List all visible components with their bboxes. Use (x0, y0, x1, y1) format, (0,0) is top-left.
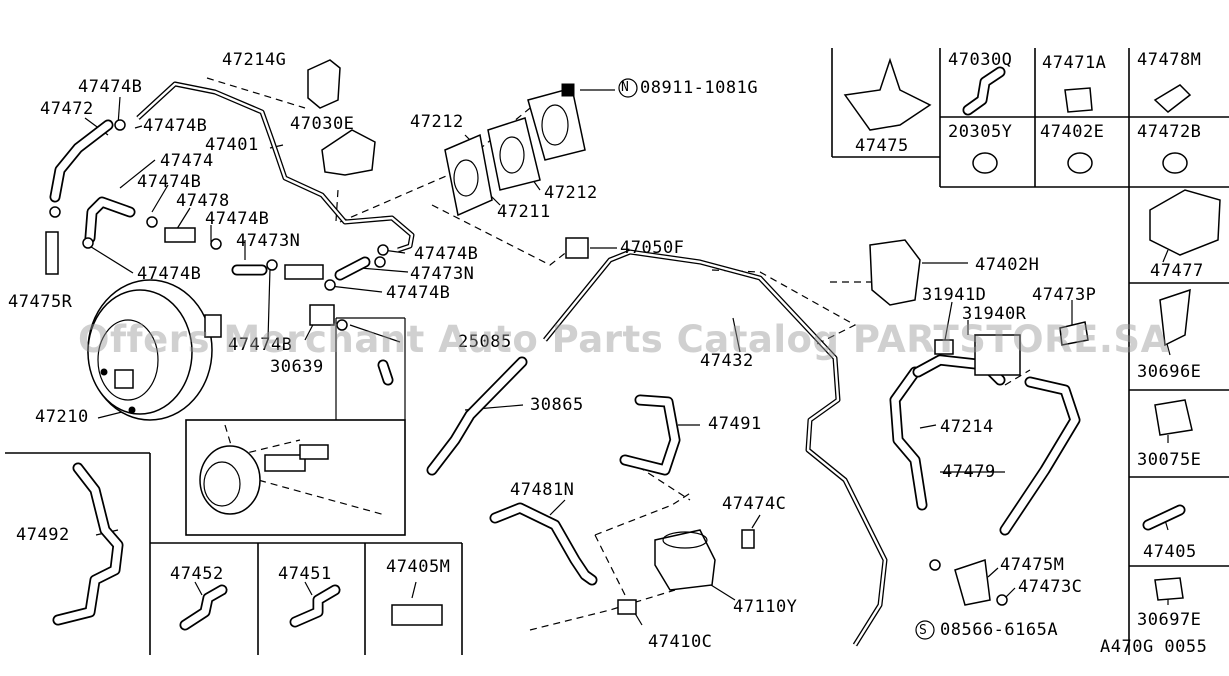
part-label-20305y: 20305Y (948, 122, 1013, 142)
hoses (49, 66, 1186, 631)
part-label-47050f: 47050F (620, 238, 685, 258)
circled-symbols (618, 78, 935, 640)
part-label-47214g: 47214G (222, 50, 287, 70)
part-label-30075e: 30075E (1137, 450, 1202, 470)
part-label-47212: 47212 (410, 112, 464, 132)
part-label-47472b: 47472B (1137, 122, 1202, 142)
part-label-47110y: 47110Y (733, 597, 798, 617)
part-label-47474: 47474 (160, 151, 214, 171)
part-label-31940r: 31940R (962, 304, 1027, 324)
part-label-47475m: 47475M (1000, 555, 1065, 575)
part-label-47474b: 47474B (205, 209, 270, 229)
part-label-47402h: 47402H (975, 255, 1040, 275)
part-label-47475r: 47475R (8, 292, 73, 312)
part-label-47474b: 47474B (137, 264, 202, 284)
part-label-47211: 47211 (497, 202, 551, 222)
part-label-47432: 47432 (700, 351, 754, 371)
part-label-47479: 47479 (942, 462, 996, 482)
part-label-47491: 47491 (708, 414, 762, 434)
part-label-08566-6165a: 08566-6165A (940, 620, 1059, 640)
part-label-47474b: 47474B (137, 172, 202, 192)
part-label-25085: 25085 (458, 332, 512, 352)
part-label-47214: 47214 (940, 417, 994, 437)
part-label-47471a: 47471A (1042, 53, 1107, 73)
part-label-30697e: 30697E (1137, 610, 1202, 630)
inset-frames (5, 48, 1229, 655)
part-label-47474b: 47474B (228, 335, 293, 355)
part-label-47030q: 47030Q (948, 50, 1013, 70)
part-label-47474c: 47474C (722, 494, 787, 514)
part-label-47473n: 47473N (236, 231, 301, 251)
part-label-30639: 30639 (270, 357, 324, 377)
part-label-47474b: 47474B (78, 77, 143, 97)
part-label-31941d: 31941D (922, 285, 987, 305)
part-label-47452: 47452 (170, 564, 224, 584)
part-label-47474b: 47474B (414, 244, 479, 264)
part-label-47402e: 47402E (1040, 122, 1105, 142)
part-label-30865: 30865 (530, 395, 584, 415)
part-label-47473n: 47473N (410, 264, 475, 284)
part-label-47451: 47451 (278, 564, 332, 584)
part-label-30696e: 30696E (1137, 362, 1202, 382)
part-label-47478: 47478 (176, 191, 230, 211)
part-label-47481n: 47481N (510, 480, 575, 500)
part-label-47492: 47492 (16, 525, 70, 545)
main-vacuum-pipe (136, 81, 888, 647)
n-circle-symbol: N (621, 80, 630, 95)
part-label-47474b: 47474B (143, 116, 208, 136)
part-label-47472: 47472 (40, 99, 94, 119)
part-label-47474b: 47474B (386, 283, 451, 303)
part-label-47210: 47210 (35, 407, 89, 427)
diagram-code: A470G 0055 (1100, 637, 1208, 657)
part-label-47030e: 47030E (290, 114, 355, 134)
part-label-47477: 47477 (1150, 261, 1204, 281)
part-label-47401: 47401 (205, 135, 259, 155)
s-circle-symbol: S (919, 623, 928, 638)
part-label-47473p: 47473P (1032, 285, 1097, 305)
part-label-47405: 47405 (1143, 542, 1197, 562)
watermark-text: Offers Merchant Auto Parts Catalog PARTS… (78, 318, 1170, 361)
part-label-47473c: 47473C (1018, 577, 1083, 597)
part-label-08911-1081g: 08911-1081G (640, 78, 759, 98)
part-label-47410c: 47410C (648, 632, 713, 652)
part-label-47405m: 47405M (386, 557, 451, 577)
part-label-47475: 47475 (855, 136, 909, 156)
component-shapes (45, 57, 1221, 626)
part-label-47478m: 47478M (1137, 50, 1202, 70)
part-label-47212: 47212 (544, 183, 598, 203)
